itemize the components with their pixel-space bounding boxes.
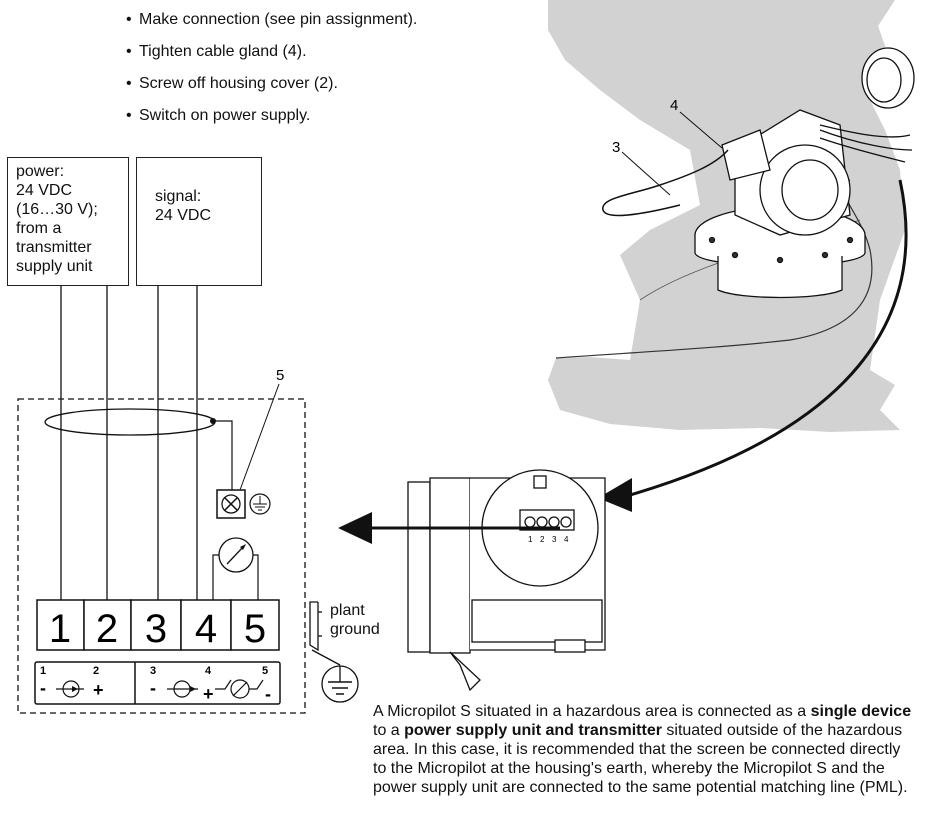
callout-4: 4 xyxy=(670,97,678,114)
legend-minus: - xyxy=(265,684,271,704)
terminal-number: 5 xyxy=(244,607,266,651)
legend-number: 2 xyxy=(93,665,99,677)
instruction-item: •Switch on power supply. xyxy=(126,107,311,124)
signal-box-text: signal: 24 VDC xyxy=(155,188,212,224)
legend-plus: + xyxy=(203,684,214,704)
instruction-item: •Make connection (see pin assignment). xyxy=(126,11,418,28)
legend-plus: + xyxy=(93,680,104,700)
housing-illustration xyxy=(407,469,606,692)
signal-box: signal: 24 VDC xyxy=(136,157,262,286)
instruction-list: •Make connection (see pin assignment). •… xyxy=(126,10,417,138)
terminal-number: 3 xyxy=(145,607,167,651)
sensor-head-illustration xyxy=(602,47,915,299)
plant-ground-symbol xyxy=(309,601,359,703)
arrow-head xyxy=(598,478,632,512)
callout-3: 3 xyxy=(612,139,620,156)
legend-number: 5 xyxy=(262,665,268,677)
terminal-number: 4 xyxy=(195,607,217,651)
terminal-enclosure xyxy=(17,398,306,714)
description-paragraph: A Micropilot S situated in a hazardous a… xyxy=(373,703,912,796)
instruction-item: •Screw off housing cover (2). xyxy=(126,75,338,92)
legend-number: 1 xyxy=(40,665,46,677)
legend-number: 3 xyxy=(150,665,156,677)
board-pin: 3 xyxy=(552,535,557,544)
power-box-text: power: 24 VDC (16…30 V); from a transmit… xyxy=(16,163,98,275)
terminal-number: 2 xyxy=(96,607,118,651)
legend-number: 4 xyxy=(205,665,212,677)
plant-ground-label: plant ground xyxy=(330,602,380,638)
cable-screen xyxy=(44,408,216,436)
arrow-left xyxy=(338,512,372,544)
instruction-item: •Tighten cable gland (4). xyxy=(126,43,307,60)
board-pin: 1 xyxy=(528,535,533,544)
legend-minus: - xyxy=(150,678,156,698)
power-box: power: 24 VDC (16…30 V); from a transmit… xyxy=(7,157,129,286)
board-pin: 4 xyxy=(564,535,569,544)
legend-minus: - xyxy=(40,678,46,698)
board-pin: 2 xyxy=(540,535,545,544)
pin-legend: 1 2 3 4 5 - + - + - xyxy=(34,661,281,705)
callout-5: 5 xyxy=(276,367,284,384)
wires xyxy=(60,285,198,600)
terminal-number: 1 xyxy=(49,607,71,651)
terminal-block: 1 2 3 4 5 xyxy=(36,599,280,651)
